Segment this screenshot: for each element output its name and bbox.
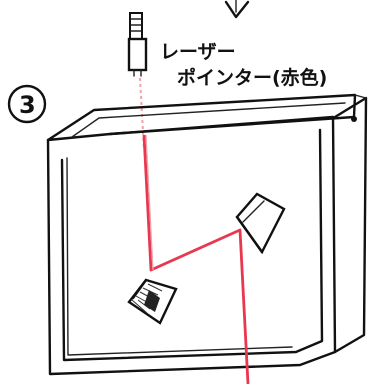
laser-beam-path — [144, 135, 248, 384]
mirror-icon — [129, 280, 176, 323]
mirror-icon-2 — [237, 194, 284, 252]
down-arrow-icon — [226, 0, 248, 17]
laser-pointer-icon — [129, 13, 146, 76]
box-container — [48, 95, 366, 374]
laser-label-line2: ポインター(赤色) — [177, 66, 327, 89]
step-badge: 3 — [9, 86, 45, 122]
laser-label-line1: レーザー — [160, 41, 236, 63]
step-number: 3 — [19, 91, 36, 119]
